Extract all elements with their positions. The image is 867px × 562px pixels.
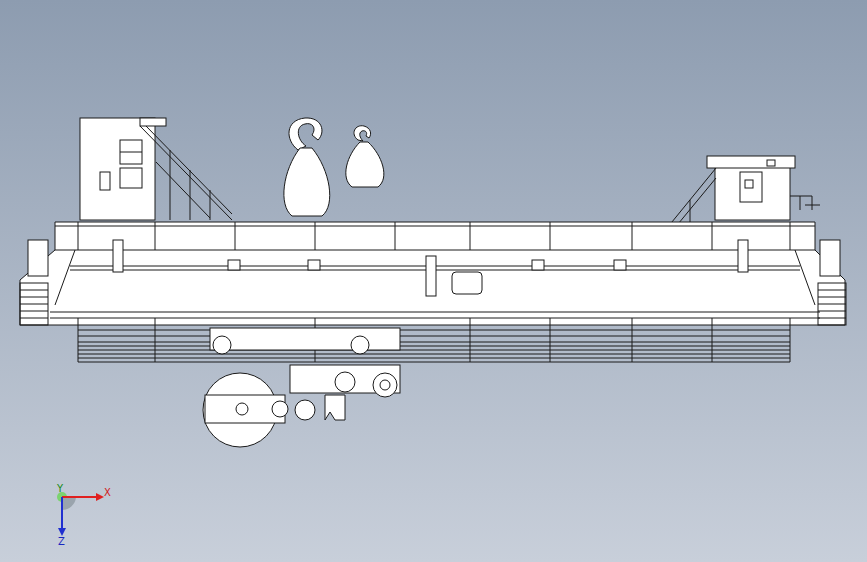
axis-label: Z xyxy=(58,537,65,547)
trolley-frame xyxy=(210,328,400,350)
rail xyxy=(795,250,815,305)
trolley-cab xyxy=(715,165,790,220)
bearing xyxy=(614,260,626,270)
hook-clamp xyxy=(325,395,345,420)
lamp xyxy=(767,160,775,166)
pulley xyxy=(272,401,288,417)
hook-block xyxy=(346,142,384,187)
coupling xyxy=(113,240,123,272)
ladder xyxy=(20,283,846,325)
window-bar xyxy=(120,152,142,153)
cab-roof xyxy=(707,156,795,168)
pulley xyxy=(295,400,315,420)
bridge-deck xyxy=(20,222,845,325)
axis-label: X xyxy=(104,488,111,498)
z-arrow xyxy=(58,528,66,536)
deck-edge xyxy=(50,312,820,313)
operator-cab xyxy=(80,118,155,220)
end-buffer xyxy=(28,240,48,276)
brake-wheel xyxy=(373,373,397,397)
cab-window xyxy=(740,172,762,202)
cab-door xyxy=(100,172,110,190)
bearing xyxy=(532,260,544,270)
hook xyxy=(289,118,322,150)
end-buffer xyxy=(820,240,840,276)
hub xyxy=(380,380,390,390)
motor xyxy=(452,272,482,294)
posts xyxy=(78,222,790,250)
rail xyxy=(55,250,75,305)
stair-rail xyxy=(140,126,232,220)
cab-window xyxy=(120,140,142,164)
coupling xyxy=(738,240,748,272)
walkway-grating xyxy=(78,318,790,362)
deck-edge xyxy=(50,318,820,319)
x-axis xyxy=(62,496,96,498)
coupling xyxy=(426,256,436,296)
pulley xyxy=(335,372,355,392)
hook-block xyxy=(284,148,330,216)
axis-label: Y xyxy=(57,484,63,494)
bearing xyxy=(228,260,240,270)
trolley-wheel xyxy=(213,336,231,354)
cab-window xyxy=(745,180,753,188)
bracket xyxy=(790,196,820,210)
axis-sector xyxy=(62,497,76,510)
rail xyxy=(55,226,815,227)
rail xyxy=(55,250,815,251)
bearing xyxy=(308,260,320,270)
cab-window xyxy=(120,168,142,188)
hook xyxy=(354,126,371,141)
x-arrow xyxy=(96,493,104,501)
hub xyxy=(236,403,248,415)
cab-roof xyxy=(140,118,166,126)
trolley-wheel xyxy=(351,336,369,354)
z-axis xyxy=(61,497,63,528)
